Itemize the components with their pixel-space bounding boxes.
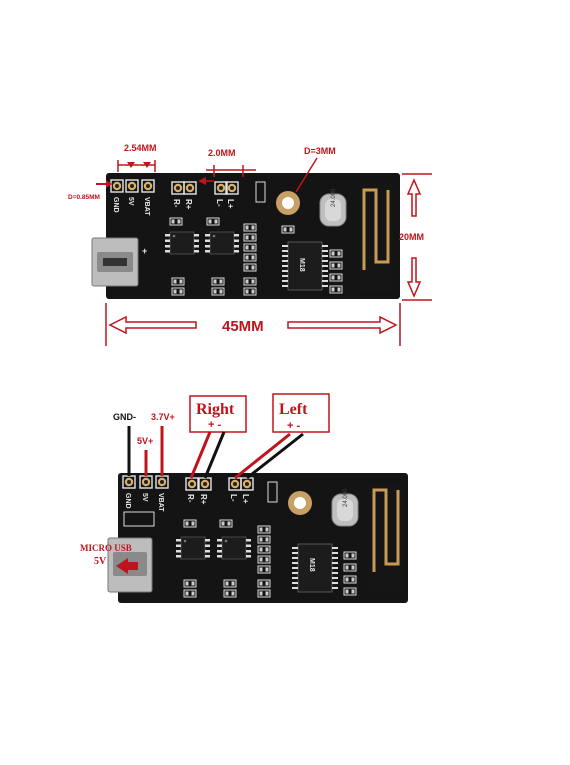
bottom-antenna bbox=[368, 484, 404, 592]
bottom-crystal: 24.000 bbox=[331, 488, 359, 527]
right-plus-wire bbox=[189, 431, 212, 479]
top-mounting-hole bbox=[276, 191, 300, 215]
top-silk-l-minus: L- bbox=[215, 199, 224, 207]
svg-text:24.000: 24.000 bbox=[343, 488, 349, 507]
top-height-label: 20MM bbox=[399, 232, 424, 242]
top-module: + GND 5V VBAT R- R+ L- L+ M18 bbox=[68, 143, 432, 346]
bottom-5v-label: 5V+ bbox=[137, 436, 153, 446]
top-usb-connector bbox=[91, 237, 139, 287]
top-silk-gnd: GND bbox=[112, 197, 119, 213]
top-hole-label: D=3MM bbox=[304, 146, 336, 156]
bottom-mounting-hole bbox=[288, 491, 312, 515]
bottom-silk-l-plus: L+ bbox=[241, 494, 250, 504]
top-pin-diameter-label: D=0.85MM bbox=[68, 194, 100, 201]
top-silk-vbat: VBAT bbox=[143, 197, 150, 216]
bottom-silk-vbat: VBAT bbox=[157, 493, 164, 512]
left-channel-box: Left + - bbox=[272, 393, 330, 433]
right-minus-wire bbox=[203, 431, 226, 479]
bottom-amp-ic-right bbox=[175, 536, 211, 560]
top-pitch-label: 2.54MM bbox=[124, 143, 157, 153]
bottom-silk-r-plus: R+ bbox=[199, 494, 208, 505]
bottom-silk-l-minus: L- bbox=[229, 494, 238, 502]
top-amp-ic-left bbox=[204, 231, 240, 255]
bottom-usb-label: MICRO USB bbox=[80, 543, 132, 553]
top-pin-pitch-label: 2.0MM bbox=[208, 148, 236, 158]
left-channel-polarity: + - bbox=[287, 420, 300, 432]
left-plus-wire bbox=[234, 432, 291, 480]
top-width-label: 45MM bbox=[222, 318, 264, 335]
right-channel-polarity: + - bbox=[208, 419, 221, 431]
svg-text:+: + bbox=[142, 246, 147, 256]
top-silk-r-minus: R- bbox=[172, 199, 181, 208]
bottom-usb-voltage: 5V bbox=[94, 556, 107, 567]
right-channel-box: Right + - bbox=[189, 395, 247, 433]
left-minus-wire bbox=[246, 432, 304, 480]
top-antenna bbox=[358, 184, 394, 292]
bottom-3v7-label: 3.7V+ bbox=[151, 412, 175, 422]
top-silk-l-plus: L+ bbox=[226, 199, 235, 209]
bottom-module: MICRO USB 5V GND 5V VBAT R- R+ L- L+ M18 bbox=[80, 393, 408, 603]
bottom-silk-gnd: GND bbox=[124, 493, 131, 509]
bottom-chip-label: M18 bbox=[308, 558, 315, 572]
bottom-silk-5v: 5V bbox=[141, 493, 148, 502]
top-amp-ic-right bbox=[164, 231, 200, 255]
right-channel-label: Right bbox=[196, 401, 235, 418]
top-silk-5v: 5V bbox=[127, 197, 134, 206]
left-channel-label: Left bbox=[279, 401, 308, 418]
top-silk-r-plus: R+ bbox=[184, 199, 193, 210]
top-chip-label: M18 bbox=[298, 258, 305, 272]
svg-text:24.000: 24.000 bbox=[331, 188, 337, 207]
bottom-silk-r-minus: R- bbox=[186, 494, 195, 503]
bottom-gnd-label: GND- bbox=[113, 412, 136, 422]
top-crystal: 24.000 bbox=[319, 188, 347, 227]
bottom-amp-ic-left bbox=[216, 536, 252, 560]
